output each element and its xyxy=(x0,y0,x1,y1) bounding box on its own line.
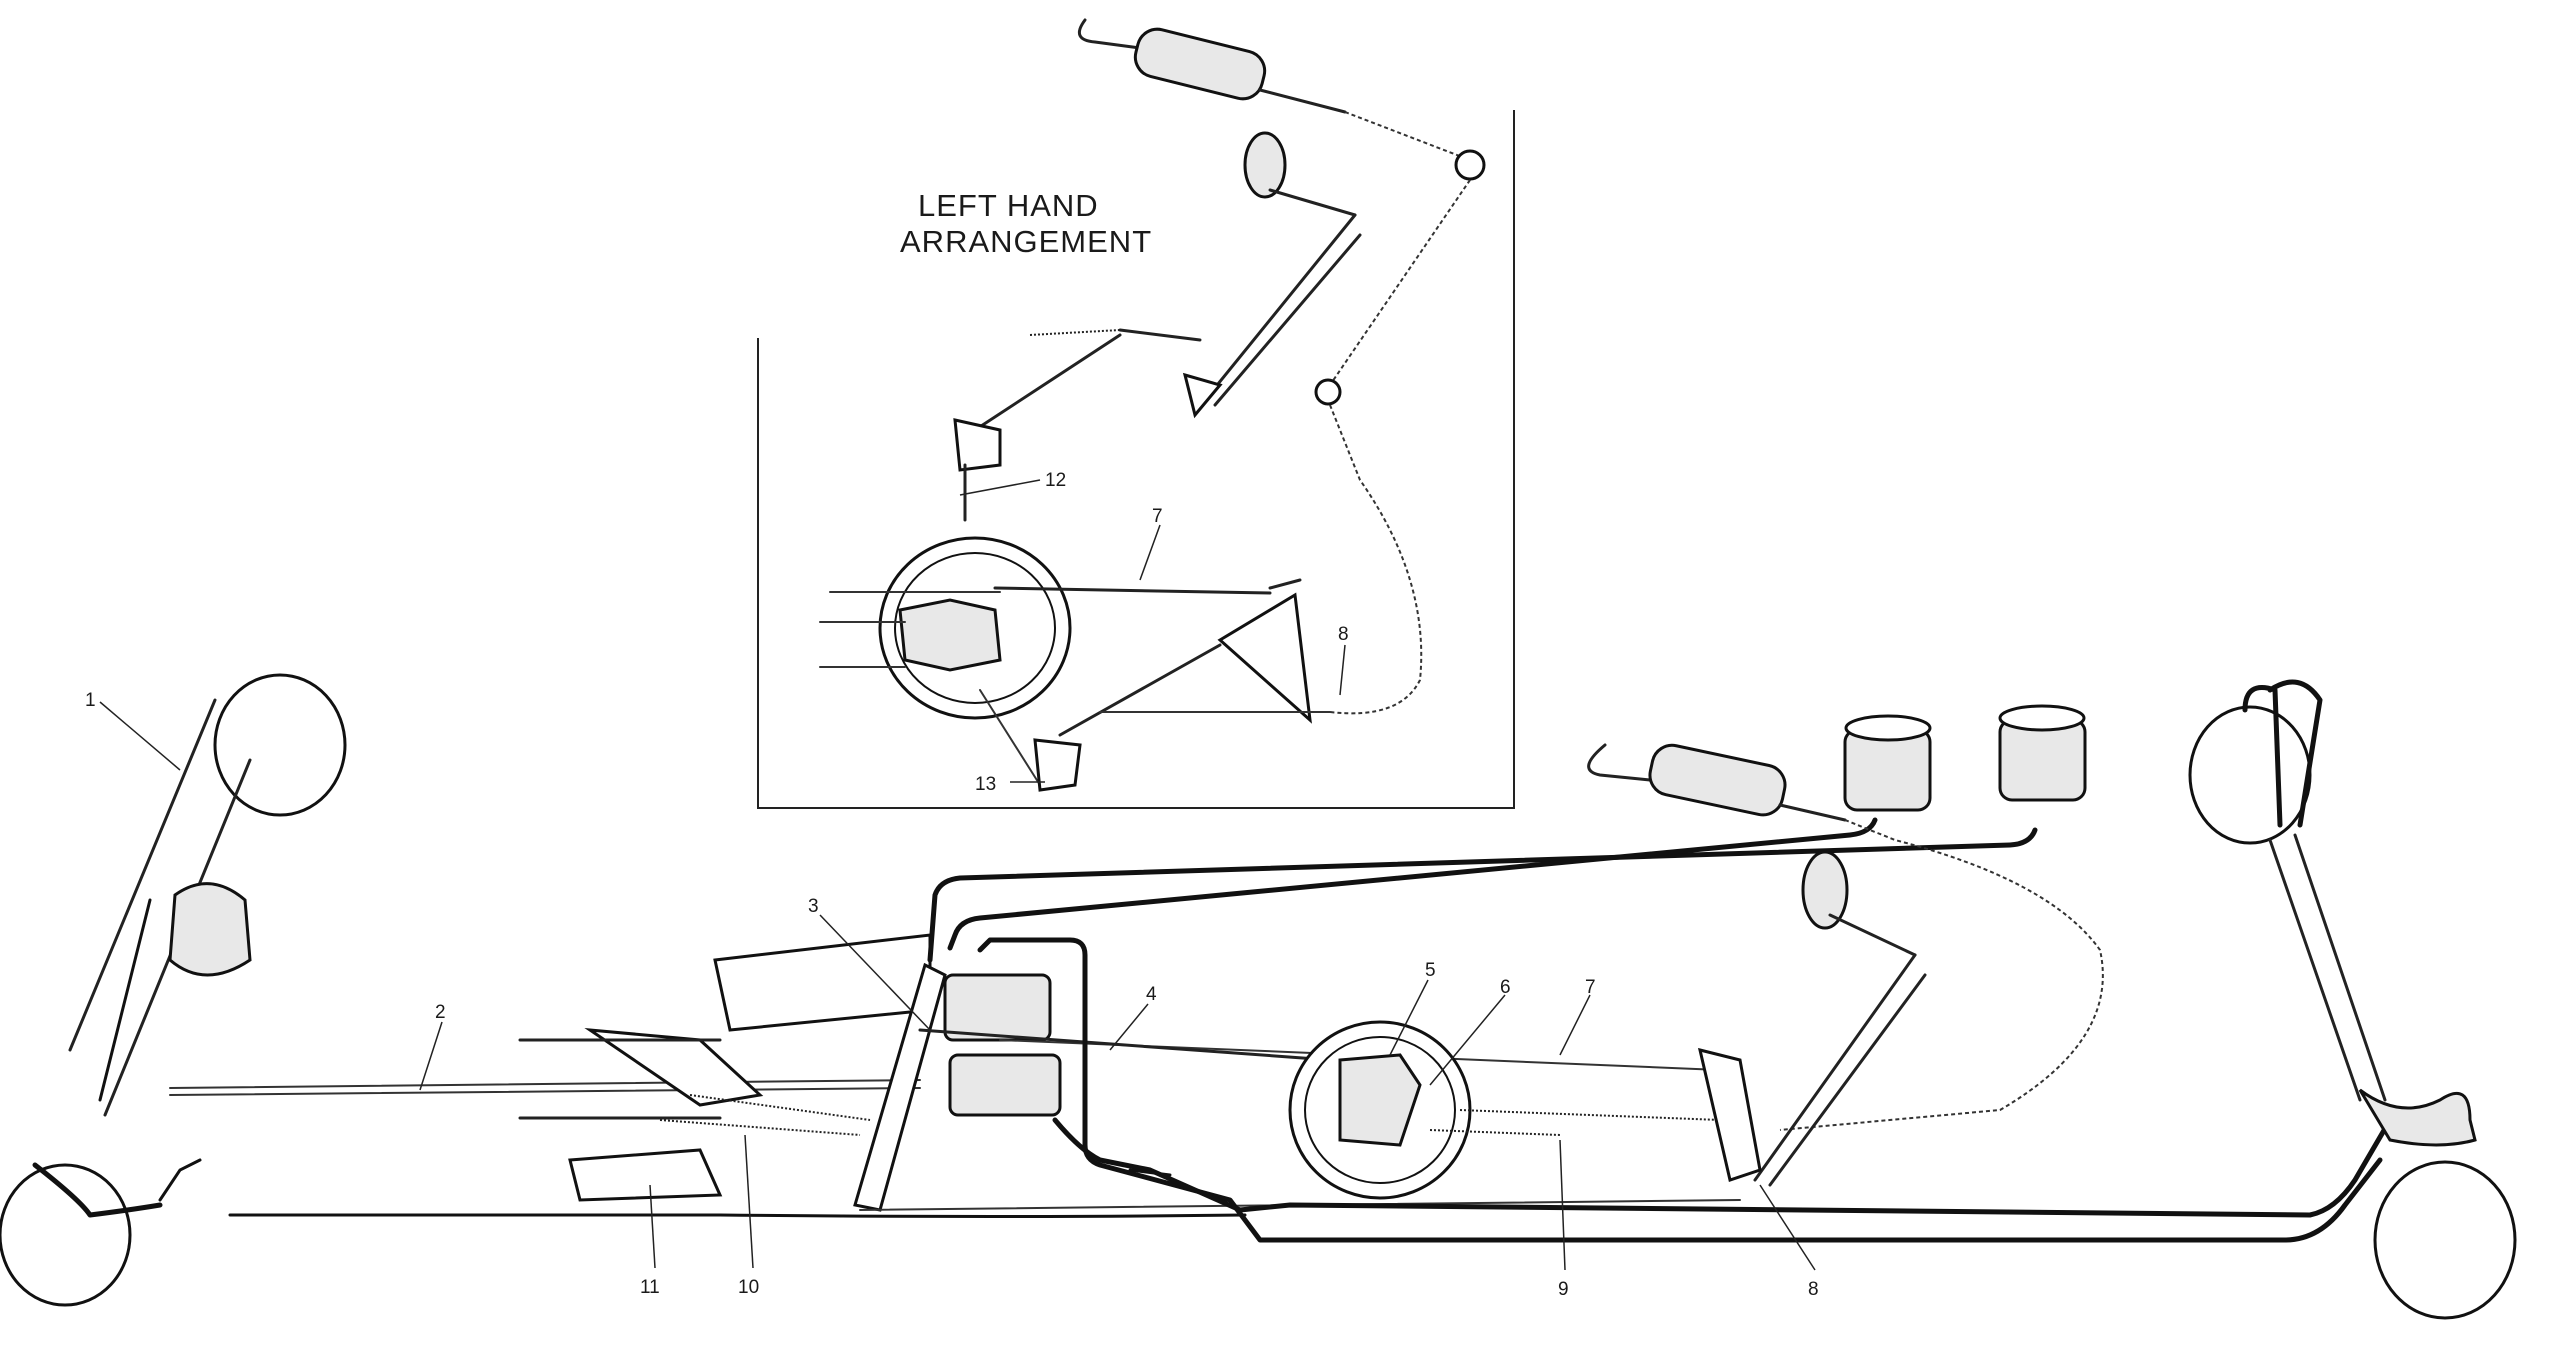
front-axle-assembly xyxy=(0,673,1247,1307)
inset-pulley xyxy=(1454,149,1486,181)
callout-6: 6 xyxy=(1500,977,1511,998)
fluid-reservoirs xyxy=(1843,704,2087,812)
callout-10: 10 xyxy=(738,1277,759,1298)
left-hand-arrangement-inset: LEFT HAND ARRANGEMENT xyxy=(757,18,1515,809)
callout-4: 4 xyxy=(1146,984,1157,1005)
inset-bellcrank xyxy=(1217,592,1312,724)
callouts: 1 2 3 4 5 6 7 8 9 10 11 xyxy=(85,690,1819,1300)
callout-8: 8 xyxy=(1808,1279,1819,1300)
inset-title-line2: ARRANGEMENT xyxy=(900,224,1152,259)
inset-callout-13: 13 xyxy=(975,774,996,795)
inset-brake-pedal xyxy=(1182,131,1362,419)
front-drum-lower xyxy=(0,1163,132,1307)
inset-title-line1: LEFT HAND xyxy=(918,188,1099,223)
main-brake-drum xyxy=(1288,1020,1721,1200)
brake-linkage-centre xyxy=(169,817,2393,1243)
callout-11: 11 xyxy=(640,1277,660,1298)
hand-pump xyxy=(1587,743,2104,1131)
inset-callout-8: 8 xyxy=(1338,624,1349,645)
callout-9: 9 xyxy=(1558,1279,1569,1300)
brake-pedal xyxy=(1697,850,1927,1187)
inset-hand-pump xyxy=(1077,18,1471,161)
callout-5: 5 xyxy=(1425,960,1436,981)
master-cylinder-lower xyxy=(948,1053,1062,1117)
inset-callout-7: 7 xyxy=(1152,506,1163,527)
reservoir-right xyxy=(1998,718,2087,802)
rear-axle-assembly xyxy=(2188,679,2517,1320)
callout-1: 1 xyxy=(85,690,96,711)
callout-7: 7 xyxy=(1585,977,1596,998)
front-drum-upper xyxy=(213,673,347,817)
master-cylinder-upper xyxy=(943,973,1052,1042)
rear-drum-lower xyxy=(2373,1160,2517,1320)
reservoir-left xyxy=(1843,728,1932,812)
callout-2: 2 xyxy=(435,1002,446,1023)
inset-brake-drum xyxy=(819,536,1072,720)
inset-pulley-lower xyxy=(1314,378,1342,406)
rear-drum-upper xyxy=(2188,705,2312,845)
callout-3: 3 xyxy=(808,896,819,917)
inset-callout-12: 12 xyxy=(1045,470,1066,491)
